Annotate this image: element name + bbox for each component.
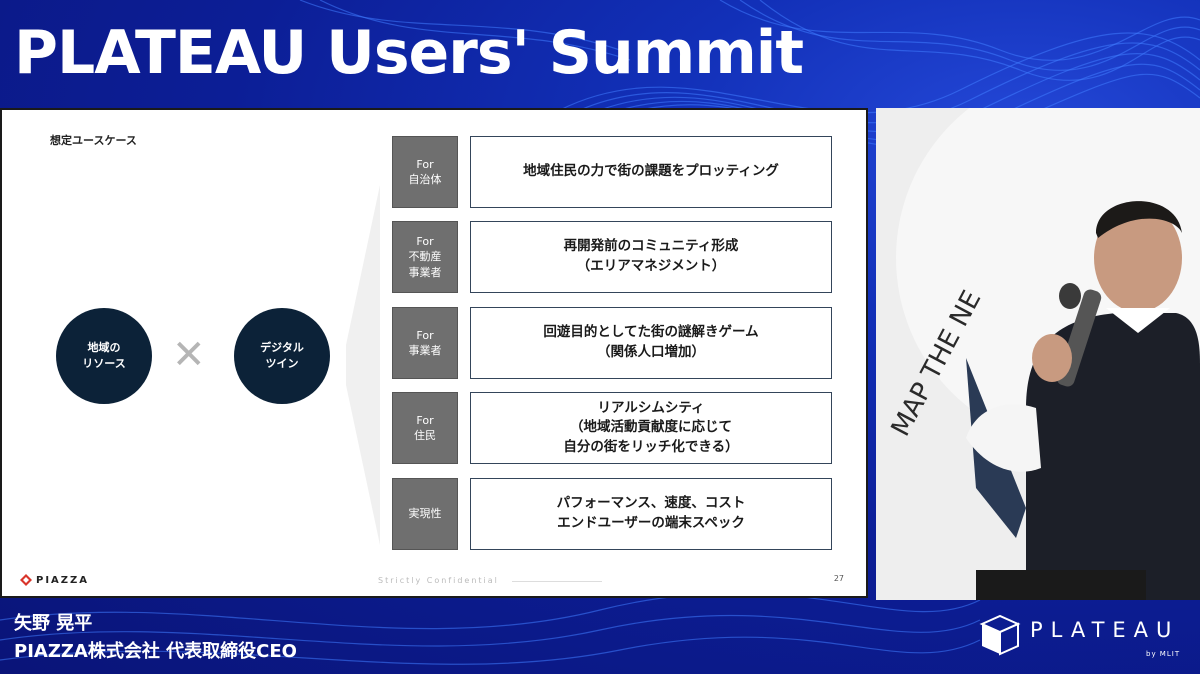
plateau-brand-text: PLATEAU: [1030, 618, 1180, 642]
piazza-logo-text: PIAZZA: [36, 574, 90, 586]
confidential-label: Strictly Confidential: [378, 576, 499, 585]
usecase-row: 実現性 パフォーマンス、速度、コスト エンドユーザーの端末スペック: [392, 478, 832, 550]
speaker-image: MAP THE NE: [876, 108, 1200, 600]
presentation-slide: 想定ユースケース 地域の リソース ✕ デジタル ツイン For 自治体 地域住…: [0, 108, 868, 598]
piazza-logo: PIAZZA: [20, 574, 89, 586]
plateau-brand-sub: by MLIT: [1146, 650, 1181, 658]
circle-digital-twin: デジタル ツイン: [234, 308, 330, 404]
usecase-tag: For 不動産 事業者: [392, 221, 458, 293]
usecase-text: 地域住民の力で街の課題をプロッティング: [470, 136, 832, 208]
divider: [512, 581, 602, 582]
piazza-logo-icon: [20, 574, 32, 586]
usecase-tag: For 住民: [392, 392, 458, 464]
plateau-brand: PLATEAU by MLIT: [978, 612, 1188, 660]
bracket-wedge: [346, 185, 380, 545]
speaker-role: PIAZZA株式会社 代表取締役CEO: [14, 641, 297, 662]
usecase-text: パフォーマンス、速度、コスト エンドユーザーの端末スペック: [470, 478, 832, 550]
usecase-row: For 不動産 事業者 再開発前のコミュニティ形成 （エリアマネジメント）: [392, 221, 832, 293]
usecase-tag: For 事業者: [392, 307, 458, 379]
usecase-tag: For 自治体: [392, 136, 458, 208]
speaker-name: 矢野 晃平: [14, 613, 93, 634]
usecase-text: 再開発前のコミュニティ形成 （エリアマネジメント）: [470, 221, 832, 293]
usecase-row: For 住民 リアルシムシティ （地域活動貢献度に応じて 自分の街をリッチ化でき…: [392, 392, 832, 464]
slide-heading: 想定ユースケース: [50, 134, 137, 147]
page-number: 27: [833, 574, 844, 583]
usecase-row: For 自治体 地域住民の力で街の課題をプロッティング: [392, 136, 832, 208]
usecase-text: 回遊目的としてた街の謎解きゲーム （関係人口増加）: [470, 307, 832, 379]
event-title: PLATEAU Users' Summit: [14, 18, 804, 88]
usecase-row: For 事業者 回遊目的としてた街の謎解きゲーム （関係人口増加）: [392, 307, 832, 379]
times-icon: ✕: [172, 332, 206, 378]
usecase-text: リアルシムシティ （地域活動貢献度に応じて 自分の街をリッチ化できる）: [470, 392, 832, 464]
usecase-tag: 実現性: [392, 478, 458, 550]
circle-local-resources: 地域の リソース: [56, 308, 152, 404]
plateau-logo-icon: [979, 614, 1021, 656]
speaker-video: MAP THE NE: [876, 108, 1200, 600]
